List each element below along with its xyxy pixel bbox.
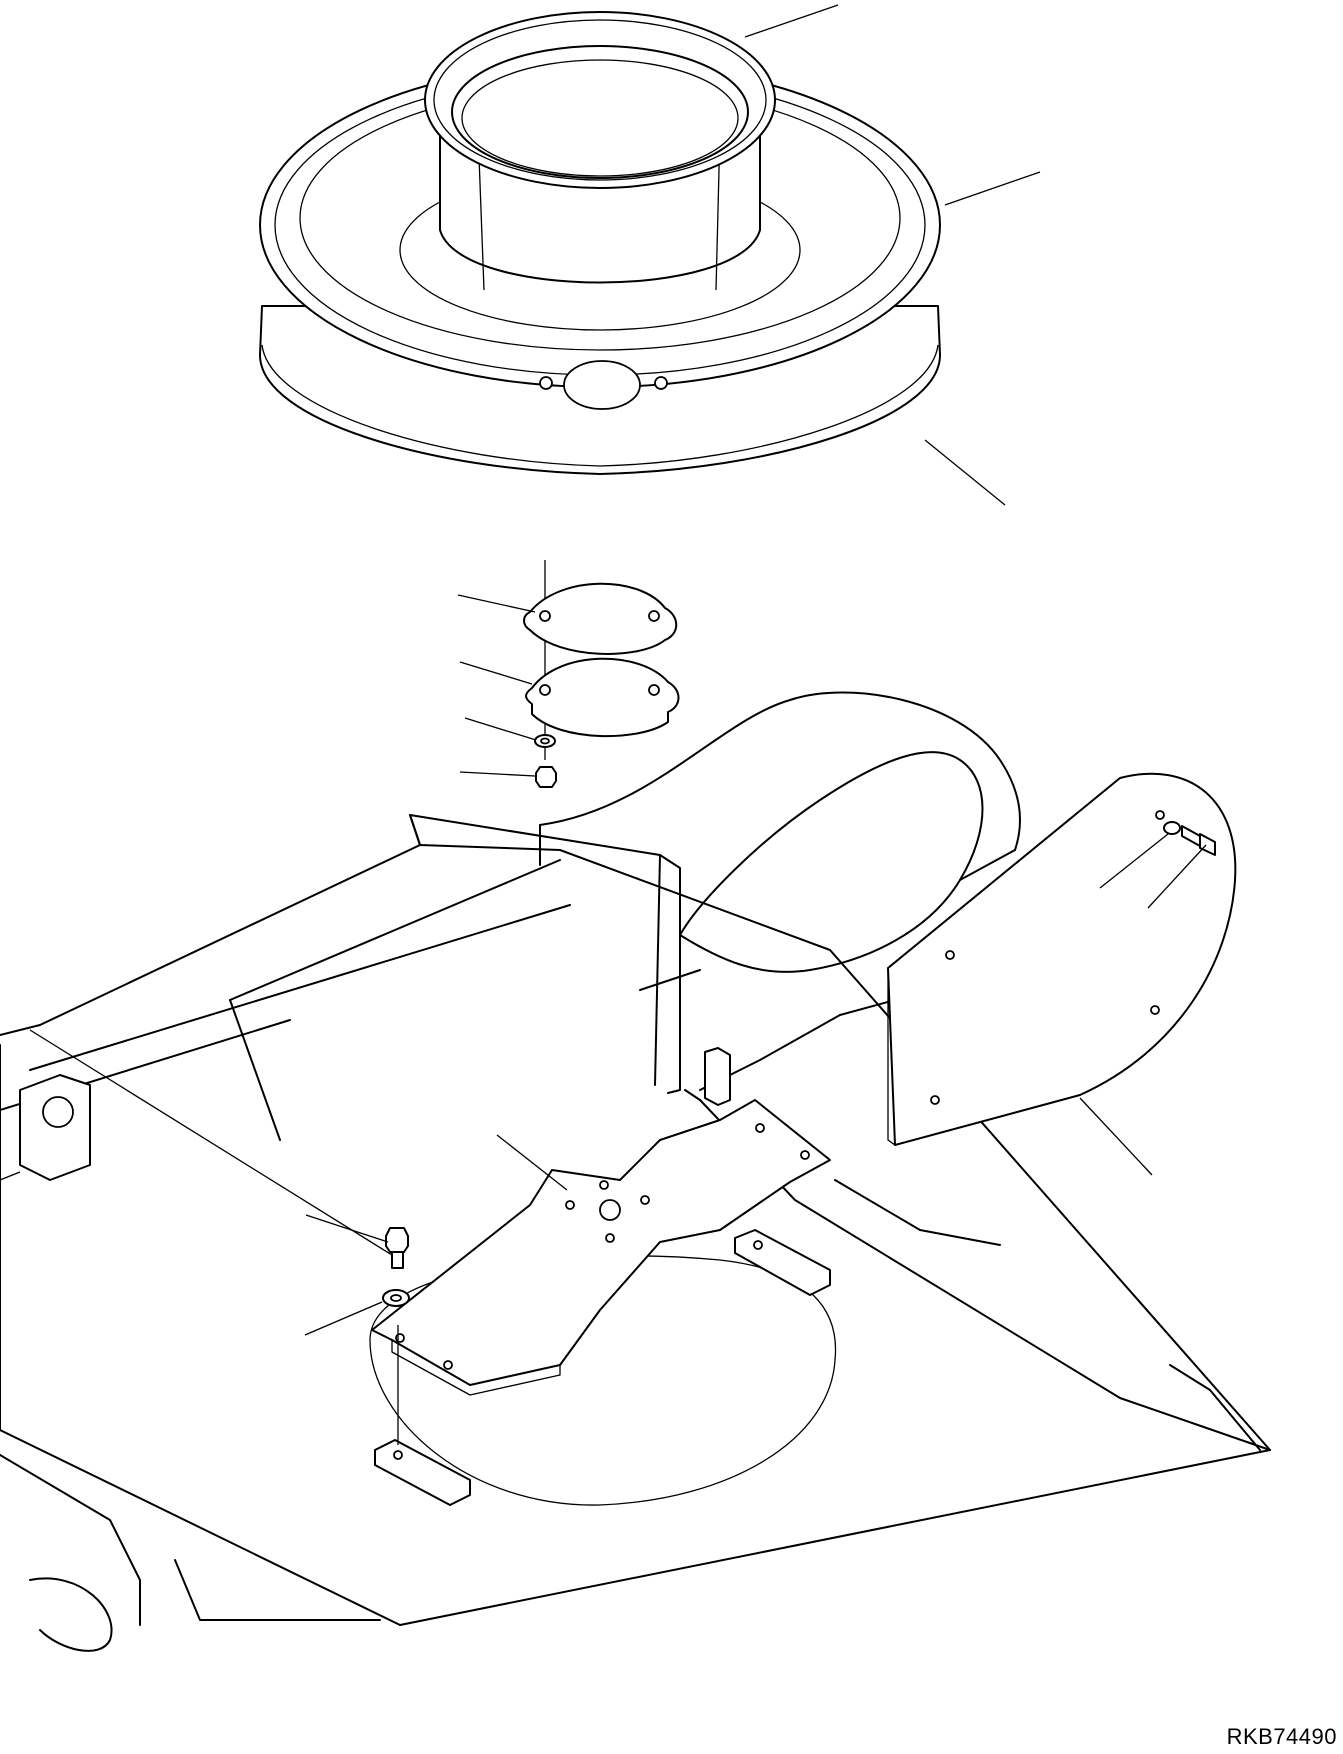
plate-hole [648, 684, 660, 696]
bracket-hole [755, 1123, 765, 1133]
cover-plate-hole [930, 1095, 940, 1105]
cover-plate-hole [945, 950, 955, 960]
mounting-block [374, 1439, 471, 1506]
hex-bolt-head [385, 1227, 409, 1253]
spacer-plate [525, 657, 680, 738]
cover-bolt [1181, 825, 1216, 856]
cover-washer [1163, 821, 1181, 835]
hex-nut [535, 766, 557, 788]
bracket-hole [443, 1360, 453, 1370]
block-hole [753, 1240, 763, 1250]
plate-hole [539, 684, 551, 696]
bracket-plate [371, 1099, 831, 1386]
bracket-hole [640, 1195, 650, 1205]
gasket-hole [648, 610, 660, 622]
bracket-hole [395, 1333, 405, 1343]
leader-lines [0, 4, 1207, 1336]
cover-plate-hole [1155, 810, 1165, 820]
bracket-plate-edge [391, 1340, 561, 1396]
hex-bolt-shank [391, 1251, 404, 1269]
bracket-hole [599, 1180, 609, 1190]
side-cover-plate [887, 772, 1237, 1146]
side-cover-plate-edge [887, 968, 896, 1146]
lock-washer-bore [540, 737, 550, 745]
bracket-hole [565, 1200, 575, 1210]
block-hole [393, 1450, 403, 1460]
bracket-hole [605, 1233, 615, 1243]
drawing-code: RKB74490 [1226, 1724, 1337, 1749]
gasket [523, 582, 678, 655]
bolt-washer-bore [390, 1294, 402, 1302]
dish-center-port [539, 360, 668, 410]
block-hole [42, 1096, 74, 1128]
cover-plate-hole [1150, 1005, 1160, 1015]
bracket-center-hole [599, 1199, 621, 1221]
mounting-block [734, 1229, 831, 1296]
seal-ring [424, 11, 776, 189]
gasket-hole [539, 610, 551, 622]
mounting-block [704, 1047, 731, 1106]
bracket-hole [800, 1150, 810, 1160]
